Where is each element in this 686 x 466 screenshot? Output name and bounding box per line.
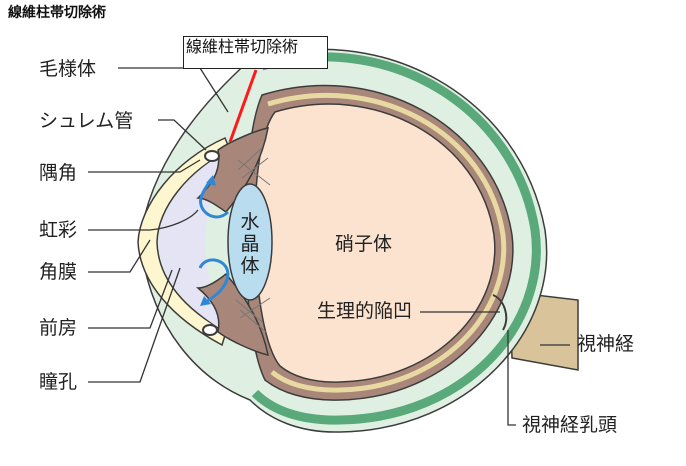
retina-layer — [267, 93, 507, 393]
label-ciliary-body: 毛様体 — [39, 58, 97, 80]
zonule-fibers — [235, 147, 271, 333]
aqueous-flow-lower — [198, 258, 230, 304]
procedure-callout: 線維柱帯切除術 — [183, 36, 328, 69]
label-pupil: 瞳孔 — [39, 371, 78, 393]
label-iris: 虹彩 — [39, 219, 78, 241]
label-lens-char-3: 体 — [240, 255, 260, 277]
sclera-band — [251, 52, 541, 425]
schlemm-canal-lower — [202, 324, 218, 336]
physiological-cup-notch — [492, 294, 508, 331]
label-optic-disc: 視神経乳頭 — [522, 414, 618, 436]
label-lens-char-1: 水 — [240, 211, 260, 233]
label-angle: 隅角 — [39, 162, 78, 184]
label-vitreous: 硝子体 — [335, 233, 393, 255]
leader-lines — [88, 67, 570, 426]
page-title: 線維柱帯切除術 — [8, 5, 106, 21]
cornea-shape — [137, 137, 231, 347]
aqueous-flow-lower-head — [200, 296, 211, 306]
label-optic-nerve: 視神経 — [577, 333, 635, 355]
label-anterior-chamber: 前房 — [39, 317, 78, 339]
label-lens-char-2: 晶 — [240, 233, 260, 255]
label-cornea: 角膜 — [39, 261, 78, 283]
label-physiological-cup: 生理的陥凹 — [317, 300, 413, 322]
aqueous-flow-upper-head — [206, 175, 216, 186]
label-schlemm-canal: シュレム管 — [39, 110, 134, 132]
schlemm-canal-upper — [204, 150, 220, 162]
lens-shape — [227, 183, 273, 301]
trabeculectomy-incision — [228, 69, 258, 143]
